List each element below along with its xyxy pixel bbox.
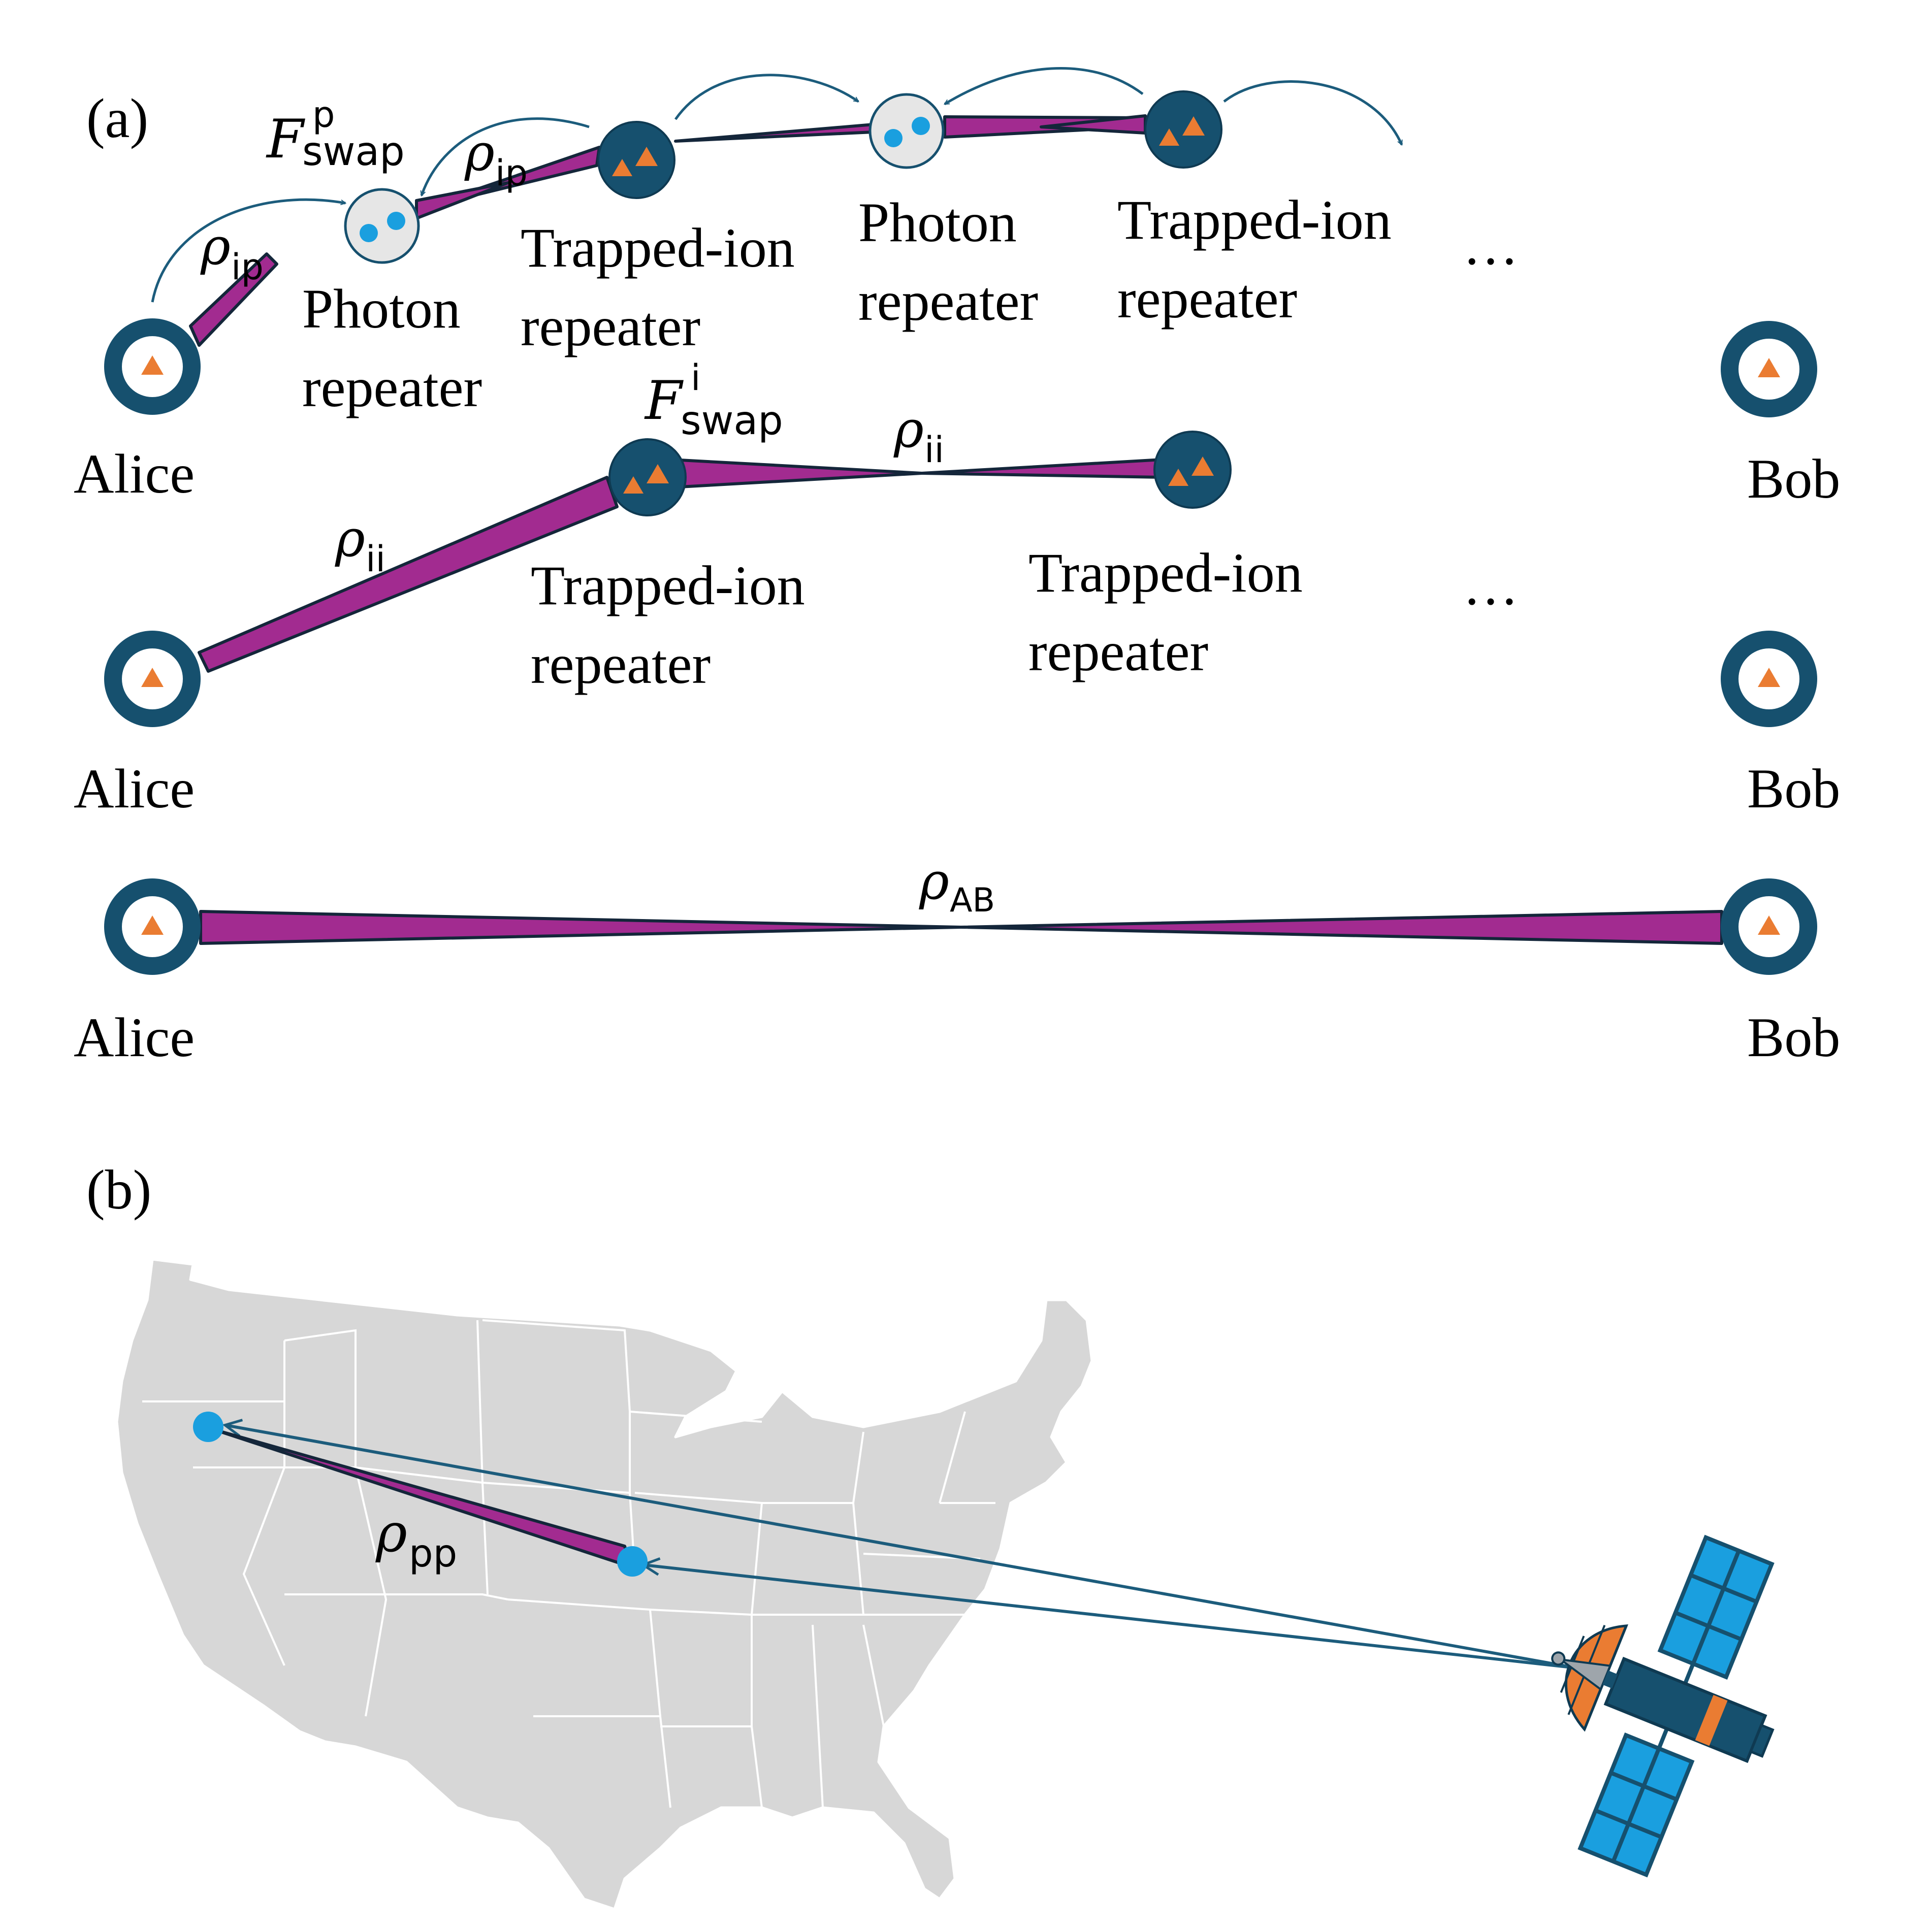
- row3-alice-label: Alice: [74, 1006, 195, 1068]
- beam-to-west-node: [226, 1425, 1577, 1670]
- link-alice-photon1: [189, 252, 278, 347]
- row1-photon1-line1: Photon: [302, 278, 461, 340]
- row1-links: [189, 114, 1147, 347]
- link-ion1-ion2-right: [920, 458, 1165, 479]
- row1-bob-node: [1721, 321, 1817, 417]
- row1-ion1-line1: Trapped-ion: [521, 217, 795, 279]
- row2-fswap-label: F i swap: [644, 357, 783, 444]
- arrow-ion1-photon2: [674, 74, 858, 120]
- row2-alice-label: Alice: [74, 758, 195, 820]
- row3-alice-node: [104, 878, 201, 975]
- link-ion1-photon2: [674, 123, 875, 143]
- row2-ion2-line1: Trapped-ion: [1028, 542, 1303, 604]
- satellite-icon: [1551, 1534, 1775, 1878]
- row2-ellipsis: …: [1463, 554, 1519, 616]
- beam-to-central-node: [644, 1565, 1577, 1670]
- svg-text:swap: swap: [302, 129, 405, 175]
- row1-fswap-label: F p swap: [266, 94, 405, 175]
- svg-text:AB: AB: [950, 881, 995, 920]
- rho-pp-label: ρ pp: [375, 1502, 457, 1576]
- arrow-alice-photon1: [151, 198, 345, 303]
- svg-text:ip: ip: [495, 152, 528, 194]
- svg-text:ii: ii: [366, 538, 385, 580]
- row1-ion1-line2: repeater: [521, 296, 700, 357]
- row1-photon2-line2: repeater: [858, 270, 1038, 332]
- arrow-ion2-photon2: [945, 67, 1144, 106]
- row2-links: [198, 458, 1165, 673]
- svg-text:i: i: [691, 357, 700, 399]
- row3-rho-label: ρ AB: [919, 852, 995, 920]
- svg-text:ρ: ρ: [375, 1502, 407, 1564]
- link-alice-ion1: [198, 476, 619, 673]
- svg-text:ip: ip: [231, 246, 264, 288]
- row1-photon-repeater-2: [870, 94, 943, 168]
- svg-text:F: F: [644, 370, 684, 432]
- row1-rho-label-2: ρ ip: [464, 123, 528, 194]
- link-photon1-ion1-left: [415, 181, 509, 220]
- row2-alice-node: [104, 631, 201, 727]
- svg-text:ρ: ρ: [335, 509, 365, 568]
- svg-text:ρ: ρ: [464, 123, 495, 182]
- row1-ion-repeater-2: [1144, 90, 1222, 169]
- row1-alice-label: Alice: [74, 443, 195, 505]
- arrow-ion1-photon1: [422, 117, 590, 195]
- row1-rho-label-1: ρ ip: [200, 217, 264, 288]
- row3-bob-label: Bob: [1747, 1006, 1840, 1068]
- row1-photon2-line1: Photon: [858, 191, 1017, 253]
- row2-rho-label-1: ρ ii: [335, 509, 385, 580]
- svg-text:p: p: [312, 94, 335, 136]
- svg-text:ρ: ρ: [893, 400, 924, 459]
- svg-text:ii: ii: [924, 429, 944, 471]
- ground-node-west: [193, 1412, 223, 1442]
- svg-text:F: F: [266, 108, 305, 170]
- row3-bob-node: [1721, 878, 1817, 975]
- svg-text:ρ: ρ: [200, 217, 231, 276]
- svg-text:pp: pp: [409, 1531, 457, 1576]
- row2-bob-label: Bob: [1747, 758, 1840, 820]
- row2-rho-label-2: ρ ii: [893, 400, 944, 471]
- row1-photon1-line2: repeater: [302, 356, 482, 418]
- us-map: [115, 1258, 1093, 1911]
- ground-node-central: [617, 1546, 648, 1577]
- row1-arrows: [151, 67, 1403, 303]
- row2-ion-repeater-1: [608, 438, 687, 516]
- svg-text:swap: swap: [681, 398, 783, 444]
- row2-bob-node: [1721, 631, 1817, 727]
- svg-text:ρ: ρ: [919, 852, 949, 911]
- row1-photon-repeater-1: [345, 189, 418, 263]
- row1-ellipsis: …: [1463, 214, 1519, 276]
- arrow-ion2-next: [1223, 80, 1403, 145]
- row2-ion-repeater-2: [1153, 431, 1232, 509]
- panel-a-label: (a): [86, 87, 148, 149]
- link-ion1-ion2: [669, 458, 923, 489]
- satellite-links: [226, 1425, 1577, 1670]
- row2-ion1-line2: repeater: [531, 633, 711, 695]
- row1-ion2-line2: repeater: [1117, 268, 1297, 330]
- row2-ion2-line2: repeater: [1028, 620, 1208, 682]
- row1-alice-node: [104, 318, 201, 415]
- row2-ion1-line1: Trapped-ion: [531, 554, 805, 616]
- row1-ion-repeater-1: [597, 121, 675, 199]
- panel-b-label: (b): [86, 1159, 151, 1221]
- row1-ion2-line1: Trapped-ion: [1117, 189, 1392, 251]
- row1-bob-label: Bob: [1747, 448, 1840, 510]
